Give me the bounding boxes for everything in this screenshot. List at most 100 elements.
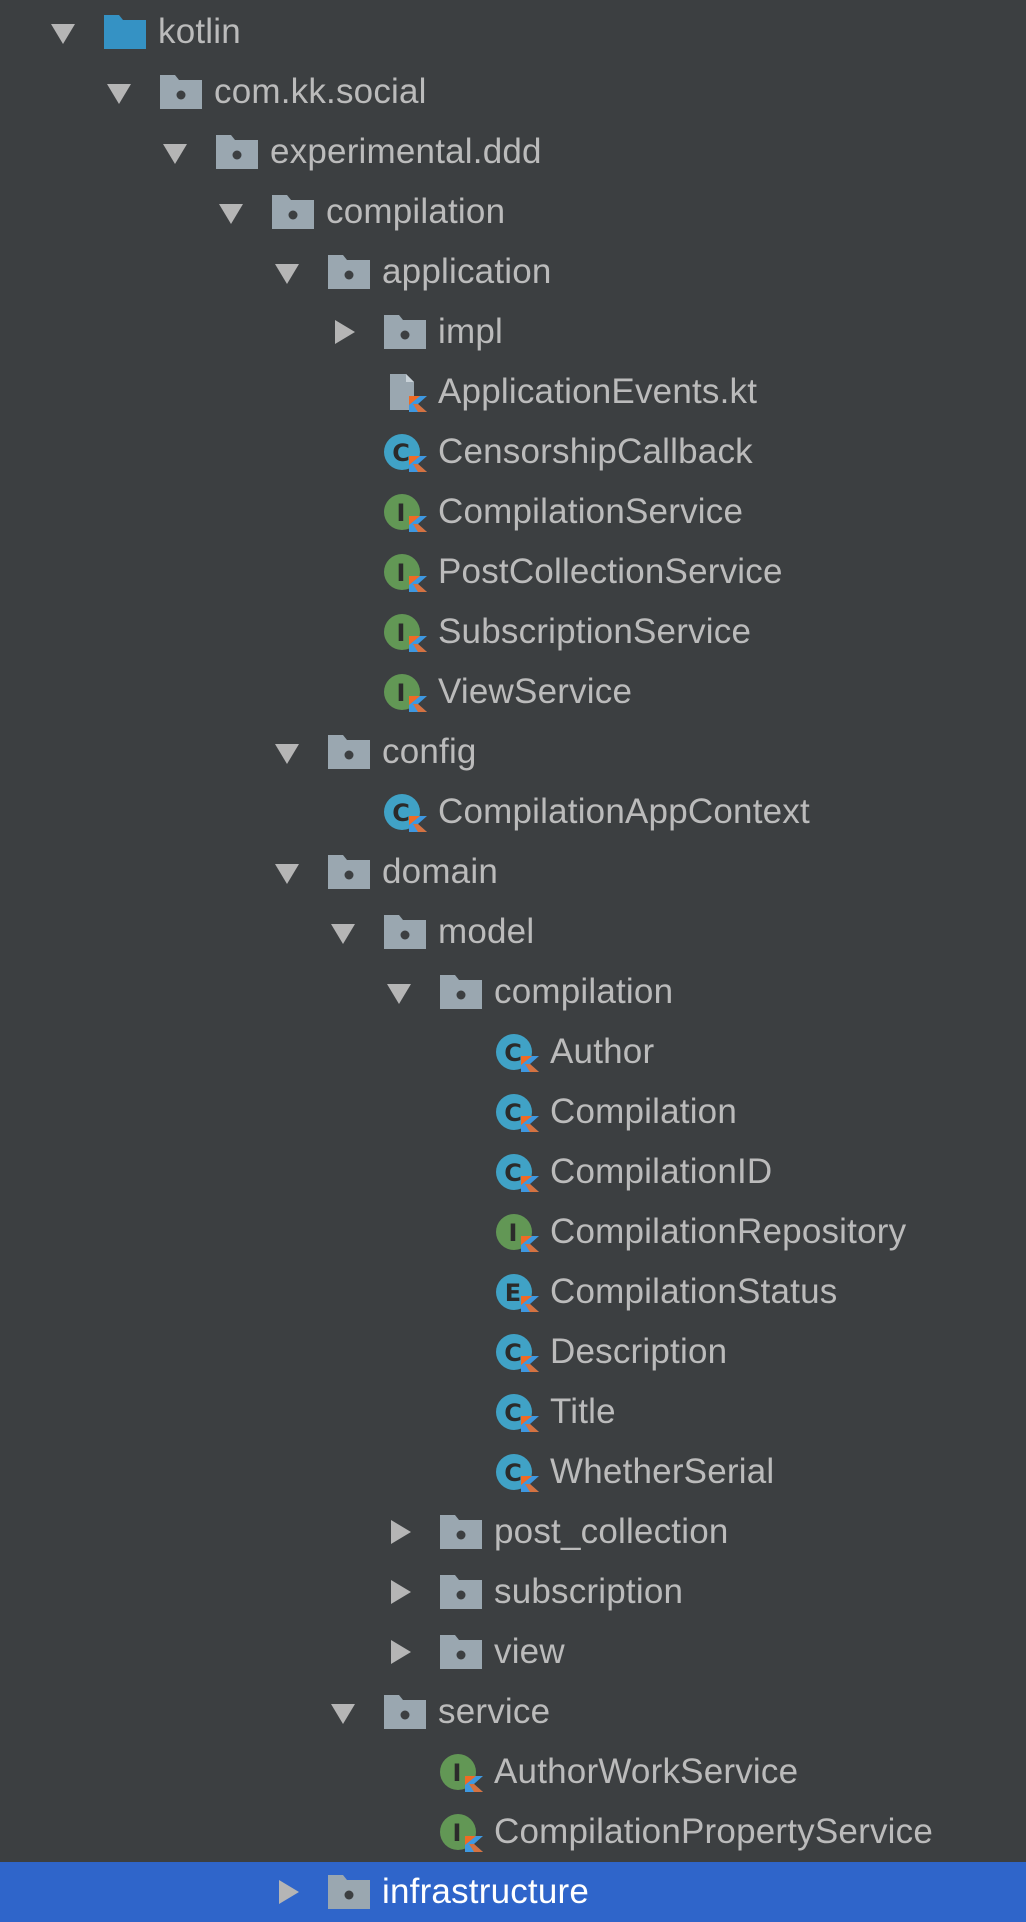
- tree-node[interactable]: I PostCollectionService: [0, 542, 1026, 602]
- expand-arrow-down-icon[interactable]: [104, 77, 134, 107]
- tree-node-label: Compilation: [550, 1092, 738, 1131]
- collapse-arrow-right-icon[interactable]: [272, 1877, 302, 1907]
- tree-node[interactable]: I AuthorWorkService: [0, 1742, 1026, 1802]
- tree-node[interactable]: view: [0, 1622, 1026, 1682]
- tree-node[interactable]: C CompilationID: [0, 1142, 1026, 1202]
- tree-node-label: CompilationAppContext: [438, 792, 810, 831]
- package-folder-icon: [438, 1512, 484, 1552]
- tree-node[interactable]: C Compilation: [0, 1082, 1026, 1142]
- tree-node[interactable]: C Title: [0, 1382, 1026, 1442]
- tree-node-label: service: [438, 1692, 551, 1731]
- tree-node[interactable]: C WhetherSerial: [0, 1442, 1026, 1502]
- expand-arrow-down-icon[interactable]: [328, 917, 358, 947]
- tree-node-label: compilation: [326, 192, 506, 231]
- tree-node-label: com.kk.social: [214, 72, 427, 111]
- package-folder-icon: [438, 1572, 484, 1612]
- tree-node[interactable]: infrastructure: [0, 1862, 1026, 1922]
- expand-arrow-down-icon[interactable]: [272, 857, 302, 887]
- package-folder-icon: [438, 1632, 484, 1672]
- collapse-arrow-right-icon[interactable]: [384, 1637, 414, 1667]
- tree-node[interactable]: application: [0, 242, 1026, 302]
- svg-text:I: I: [509, 1219, 518, 1247]
- kotlin-interface-icon: I: [438, 1812, 484, 1852]
- tree-node-label: compilation: [494, 972, 674, 1011]
- tree-node-label: model: [438, 912, 535, 951]
- svg-text:C: C: [504, 1459, 522, 1487]
- tree-node-label: infrastructure: [382, 1872, 590, 1911]
- tree-node-label: kotlin: [158, 12, 241, 51]
- svg-text:I: I: [453, 1759, 462, 1787]
- svg-text:I: I: [397, 679, 406, 707]
- kotlin-class-icon: C: [494, 1332, 540, 1372]
- tree-node-label: view: [494, 1632, 565, 1671]
- tree-node-label: CompilationRepository: [550, 1212, 907, 1251]
- tree-node-label: Title: [550, 1392, 616, 1431]
- tree-node-label: Description: [550, 1332, 728, 1371]
- svg-text:I: I: [453, 1819, 462, 1847]
- tree-node[interactable]: subscription: [0, 1562, 1026, 1622]
- collapse-arrow-right-icon[interactable]: [384, 1577, 414, 1607]
- tree-node[interactable]: service: [0, 1682, 1026, 1742]
- svg-text:C: C: [504, 1399, 522, 1427]
- tree-node[interactable]: compilation: [0, 182, 1026, 242]
- tree-node[interactable]: experimental.ddd: [0, 122, 1026, 182]
- package-folder-icon: [382, 912, 428, 952]
- kotlin-interface-icon: I: [382, 612, 428, 652]
- collapse-arrow-right-icon[interactable]: [328, 317, 358, 347]
- tree-node[interactable]: I CompilationRepository: [0, 1202, 1026, 1262]
- tree-node[interactable]: com.kk.social: [0, 62, 1026, 122]
- tree-node-label: experimental.ddd: [270, 132, 542, 171]
- expand-arrow-down-icon[interactable]: [48, 17, 78, 47]
- tree-node[interactable]: C CensorshipCallback: [0, 422, 1026, 482]
- collapse-arrow-right-icon[interactable]: [384, 1517, 414, 1547]
- tree-node[interactable]: config: [0, 722, 1026, 782]
- kotlin-class-icon: C: [494, 1152, 540, 1192]
- tree-node-label: WhetherSerial: [550, 1452, 775, 1491]
- svg-text:C: C: [392, 439, 410, 467]
- tree-node-label: CensorshipCallback: [438, 432, 753, 471]
- svg-text:C: C: [504, 1099, 522, 1127]
- tree-node[interactable]: ApplicationEvents.kt: [0, 362, 1026, 422]
- tree-node[interactable]: kotlin: [0, 2, 1026, 62]
- tree-node[interactable]: C CompilationAppContext: [0, 782, 1026, 842]
- svg-text:I: I: [397, 619, 406, 647]
- kotlin-interface-icon: I: [382, 672, 428, 712]
- tree-node-label: AuthorWorkService: [494, 1752, 799, 1791]
- expand-arrow-down-icon[interactable]: [272, 737, 302, 767]
- expand-arrow-down-icon[interactable]: [216, 197, 246, 227]
- tree-node-label: Author: [550, 1032, 655, 1071]
- svg-text:C: C: [392, 799, 410, 827]
- tree-node-label: SubscriptionService: [438, 612, 752, 651]
- tree-node[interactable]: model: [0, 902, 1026, 962]
- kotlin-class-icon: C: [494, 1092, 540, 1132]
- tree-node[interactable]: I SubscriptionService: [0, 602, 1026, 662]
- tree-node-label: domain: [382, 852, 498, 891]
- expand-arrow-down-icon[interactable]: [384, 977, 414, 1007]
- tree-node-label: impl: [438, 312, 503, 351]
- tree-node-label: CompilationID: [550, 1152, 773, 1191]
- kotlin-class-icon: C: [494, 1452, 540, 1492]
- package-folder-icon: [382, 312, 428, 352]
- kotlin-interface-icon: I: [382, 552, 428, 592]
- tree-node[interactable]: compilation: [0, 962, 1026, 1022]
- svg-text:I: I: [397, 559, 406, 587]
- tree-node-label: PostCollectionService: [438, 552, 783, 591]
- svg-text:C: C: [504, 1339, 522, 1367]
- tree-node[interactable]: post_collection: [0, 1502, 1026, 1562]
- tree-node[interactable]: domain: [0, 842, 1026, 902]
- tree-node[interactable]: C Description: [0, 1322, 1026, 1382]
- kotlin-file-icon: [382, 372, 428, 412]
- expand-arrow-down-icon[interactable]: [272, 257, 302, 287]
- expand-arrow-down-icon[interactable]: [328, 1697, 358, 1727]
- tree-node-label: subscription: [494, 1572, 684, 1611]
- kotlin-class-icon: C: [382, 792, 428, 832]
- tree-node[interactable]: impl: [0, 302, 1026, 362]
- expand-arrow-down-icon[interactable]: [160, 137, 190, 167]
- kotlin-interface-icon: I: [382, 492, 428, 532]
